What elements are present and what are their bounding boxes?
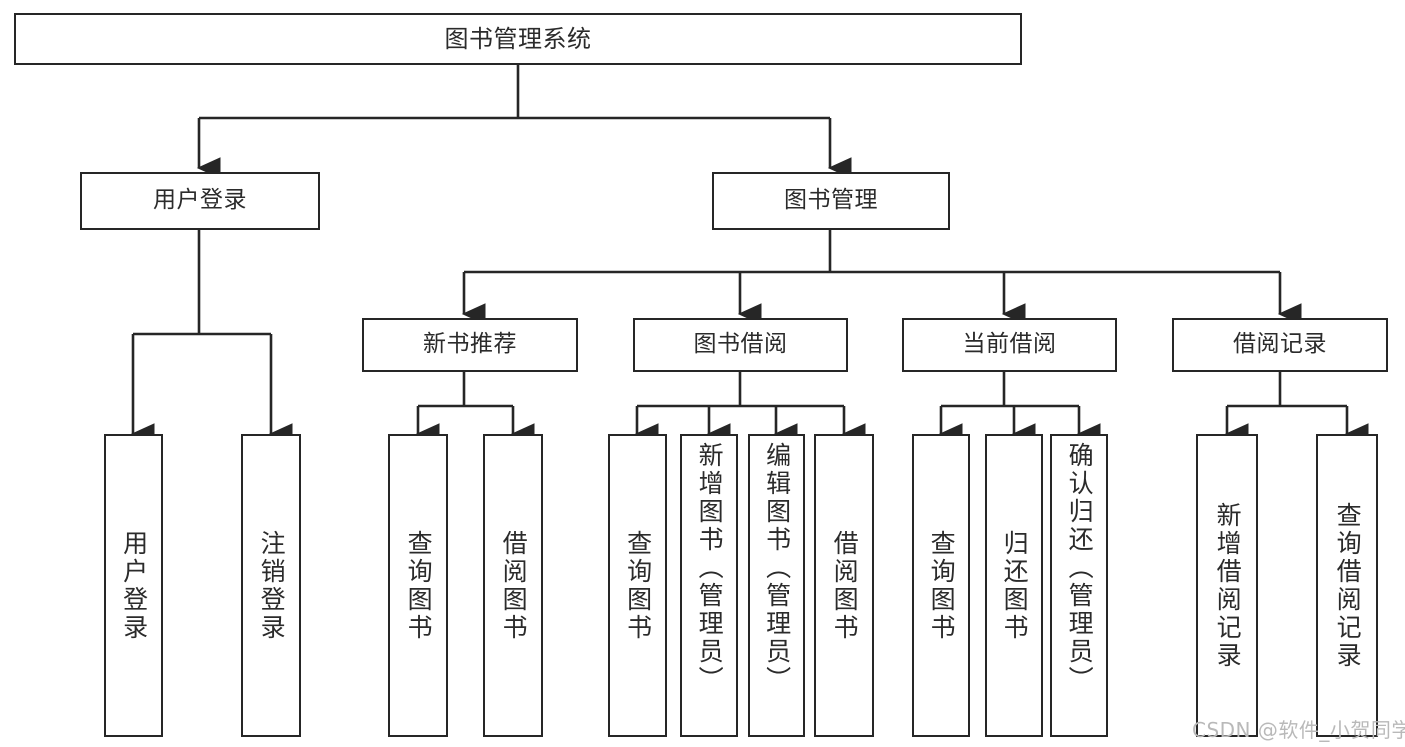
node-label: 用户登录 xyxy=(119,529,149,642)
leaf-query-book-3[interactable]: 查询图书 xyxy=(912,434,970,737)
node-label: 新增图书（管理员） xyxy=(695,442,725,694)
node-book-borrow[interactable]: 图书借阅 xyxy=(633,318,848,372)
csdn-watermark: CSDN @软件_小贺同学 xyxy=(1192,718,1405,742)
node-label: 查询图书 xyxy=(404,529,434,642)
leaf-user-login[interactable]: 用户登录 xyxy=(104,434,163,737)
node-current-borrow[interactable]: 当前借阅 xyxy=(902,318,1117,372)
node-label: 当前借阅 xyxy=(962,331,1057,358)
node-label: 编辑图书（管理员） xyxy=(762,442,792,694)
node-label: 借阅记录 xyxy=(1233,331,1327,358)
node-book-manage[interactable]: 图书管理 xyxy=(712,172,950,230)
node-label: 归还图书 xyxy=(1000,529,1030,642)
node-label: 图书借阅 xyxy=(693,331,788,358)
node-label: 用户登录 xyxy=(153,187,247,214)
node-label: 查询图书 xyxy=(623,529,653,642)
node-label: 新书推荐 xyxy=(423,331,517,358)
leaf-borrow-book-2[interactable]: 借阅图书 xyxy=(814,434,874,737)
node-label: 查询借阅记录 xyxy=(1333,501,1363,670)
node-label: 新增借阅记录 xyxy=(1213,501,1243,670)
node-root-system[interactable]: 图书管理系统 xyxy=(14,13,1022,65)
node-label: 注销登录 xyxy=(257,529,287,642)
leaf-query-book-2[interactable]: 查询图书 xyxy=(608,434,667,737)
node-user-login[interactable]: 用户登录 xyxy=(80,172,320,230)
leaf-query-borrow-record[interactable]: 查询借阅记录 xyxy=(1316,434,1378,737)
node-borrow-record[interactable]: 借阅记录 xyxy=(1172,318,1388,372)
leaf-query-book-1[interactable]: 查询图书 xyxy=(388,434,448,737)
node-label: 图书管理 xyxy=(784,187,878,214)
leaf-edit-book[interactable]: 编辑图书（管理员） xyxy=(748,434,805,737)
node-label: 确认归还（管理员） xyxy=(1065,442,1095,694)
leaf-add-borrow-record[interactable]: 新增借阅记录 xyxy=(1196,434,1258,737)
node-label: 借阅图书 xyxy=(499,529,529,642)
node-label: 图书管理系统 xyxy=(444,24,592,53)
leaf-confirm-return[interactable]: 确认归还（管理员） xyxy=(1050,434,1108,737)
leaf-logout-login[interactable]: 注销登录 xyxy=(241,434,301,737)
leaf-return-book[interactable]: 归还图书 xyxy=(985,434,1043,737)
leaf-add-book[interactable]: 新增图书（管理员） xyxy=(680,434,738,737)
node-new-book-recommend[interactable]: 新书推荐 xyxy=(362,318,578,372)
node-label: 查询图书 xyxy=(927,529,957,642)
leaf-borrow-book-1[interactable]: 借阅图书 xyxy=(483,434,543,737)
node-label: 借阅图书 xyxy=(830,529,860,642)
